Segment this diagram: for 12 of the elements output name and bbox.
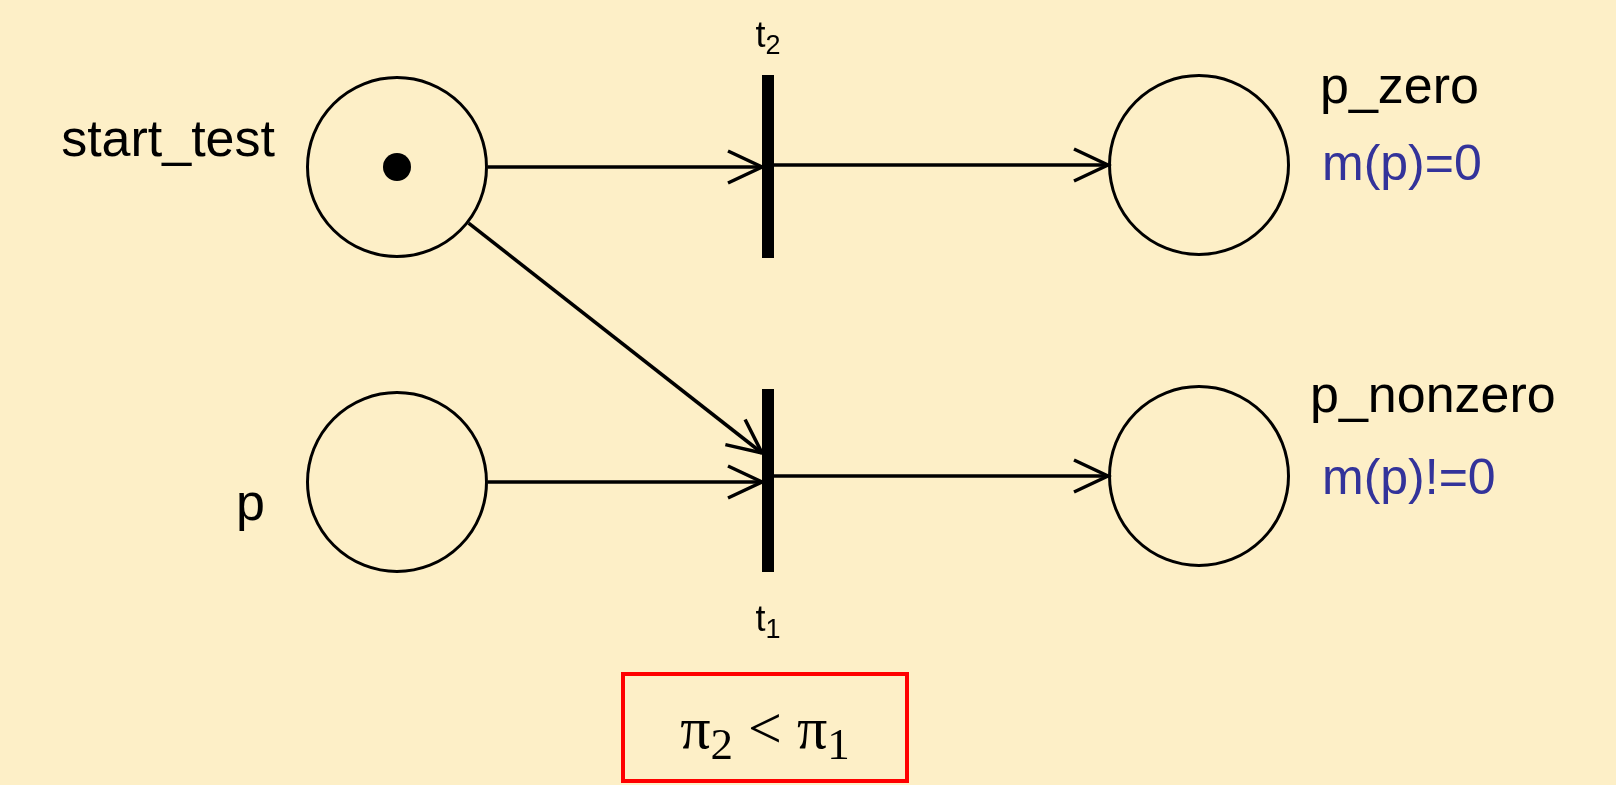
place-label: start_test <box>61 112 275 164</box>
arc-arrow <box>488 149 764 185</box>
arc-arrow <box>467 221 764 455</box>
transition-label: t$_{2}$ <box>755 17 781 53</box>
arc-arrow <box>774 458 1110 494</box>
transition-label: t$_{1}$ <box>755 601 781 637</box>
priority-box <box>621 672 909 783</box>
marking-condition: m(p)!=0 <box>1322 452 1496 502</box>
priority-text: π$_{2}$ < π$_{1}$ <box>680 697 850 758</box>
marking-condition: m(p)=0 <box>1322 138 1482 188</box>
arc-arrow <box>774 147 1110 183</box>
arc-arrow <box>488 464 764 500</box>
